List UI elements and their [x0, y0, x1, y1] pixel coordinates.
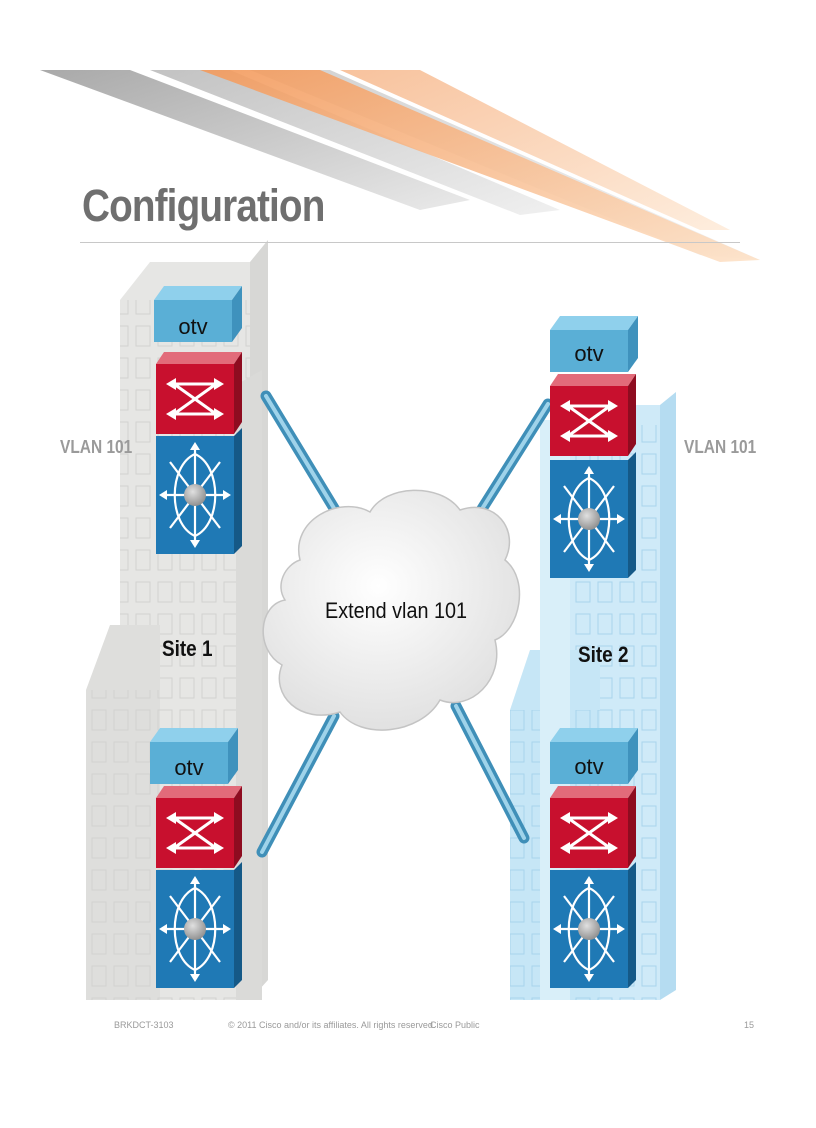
- vlan-label-left: VLAN 101: [60, 437, 133, 457]
- header-swoosh: [40, 70, 760, 262]
- footer-session-id: BRKDCT-3103: [114, 1020, 174, 1030]
- site2-label: Site 2: [578, 642, 629, 667]
- cloud-icon: [262, 489, 521, 731]
- otv-label-right-bottom: otv: [574, 754, 603, 779]
- otv-label-left-top: otv: [178, 314, 207, 339]
- layer2-switch-icon: [548, 372, 638, 458]
- nexus-switch-icon: [548, 860, 638, 990]
- footer-copyright: © 2011 Cisco and/or its affiliates. All …: [228, 1020, 436, 1030]
- cloud-label: Extend vlan 101: [325, 598, 468, 623]
- network-links: [256, 390, 554, 858]
- layer2-switch-icon: [154, 350, 244, 436]
- page-title: Configuration: [82, 180, 325, 231]
- otv-label-right-top: otv: [574, 341, 603, 366]
- otv-label-left-bottom: otv: [174, 755, 203, 780]
- layer2-switch-icon: [154, 784, 244, 870]
- footer-classification: Cisco Public: [430, 1020, 480, 1030]
- vlan-label-right: VLAN 101: [684, 437, 757, 457]
- nexus-switch-icon: [154, 426, 244, 556]
- title-divider: [80, 242, 740, 243]
- nexus-switch-icon: [548, 450, 638, 580]
- layer2-switch-icon: [548, 784, 638, 870]
- page-number: 15: [744, 1020, 755, 1030]
- nexus-switch-icon: [154, 860, 244, 990]
- site1-label: Site 1: [162, 636, 213, 661]
